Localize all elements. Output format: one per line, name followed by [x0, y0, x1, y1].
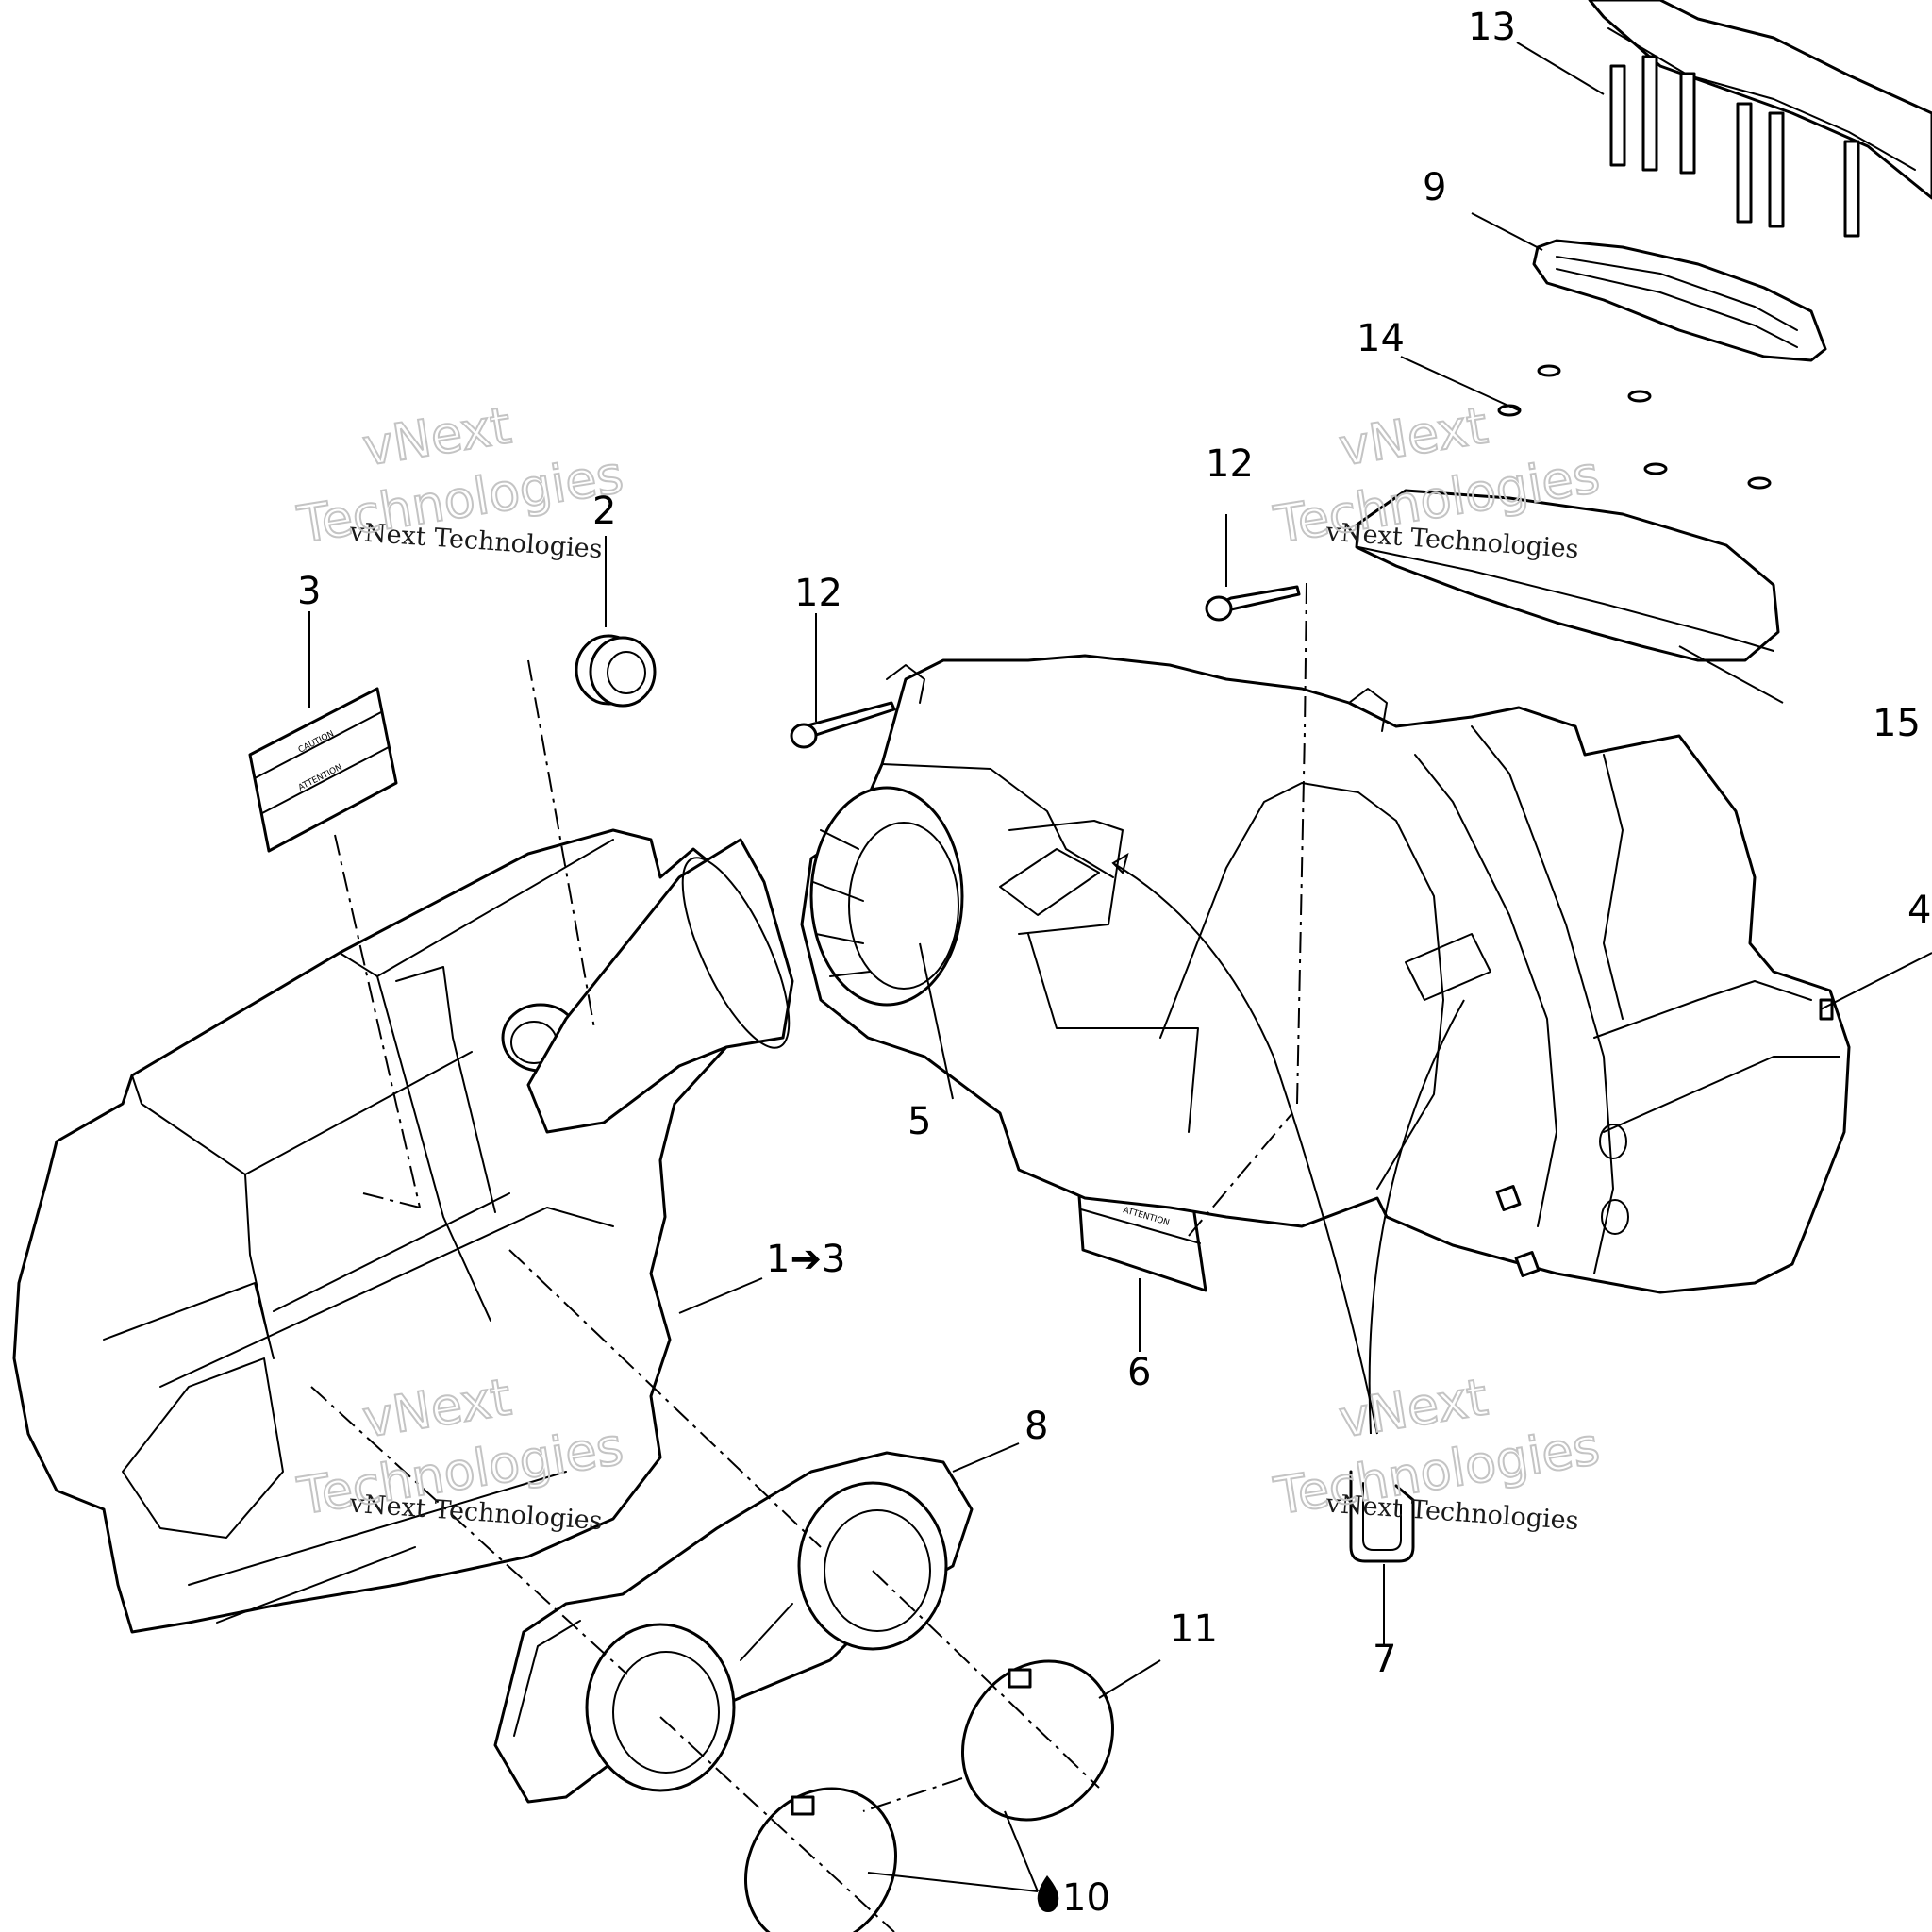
- part-15-filter-pad: [1355, 489, 1780, 662]
- part-12-bolt-left: [790, 701, 896, 749]
- callout-5: 5: [908, 1100, 931, 1143]
- manifold-studs: [1609, 55, 1860, 238]
- leader-lines: [308, 42, 1932, 1892]
- part-13-manifold: [1588, 0, 1932, 238]
- part-8-adapter-plate: [493, 1451, 974, 1804]
- watermark-top-left: vNext vNext Technologies Technologies: [292, 394, 627, 564]
- part-3-decal: CAUTION ATTENTION: [248, 687, 398, 853]
- callout-11: 11: [1170, 1607, 1218, 1651]
- part-11-clamp-upper: [960, 1659, 1115, 1822]
- part-4-airbox-cover: [800, 654, 1851, 1294]
- callout-6: 6: [1127, 1351, 1151, 1394]
- callout-2: 2: [592, 490, 616, 533]
- watermark-bottom-left: vNext vNext Technologies Technologies: [292, 1366, 627, 1536]
- part-12-bolt-right: [1205, 585, 1301, 622]
- drop-icon: [1037, 1875, 1059, 1912]
- part-9-gasket: [1532, 239, 1827, 362]
- part-10-clamp-lower: [743, 1787, 898, 1932]
- callout-10: 10: [1062, 1876, 1110, 1920]
- callout-3: 3: [297, 570, 321, 613]
- watermark-bottom-right: vNext vNext Technologies Technologies: [1269, 1366, 1604, 1536]
- callouts: 13 9 14 12 2 3 12 15 4 5 1➔3 6 8 7 11 10: [297, 6, 1931, 1920]
- callout-9: 9: [1423, 166, 1446, 209]
- callout-14: 14: [1357, 317, 1405, 360]
- part-1-airbox-body: [12, 828, 794, 1634]
- callout-1-3: 1➔3: [766, 1238, 845, 1281]
- callout-7: 7: [1373, 1638, 1396, 1681]
- callout-13: 13: [1468, 6, 1516, 49]
- part-2-grommet: [575, 634, 657, 708]
- assembly-lines: [310, 582, 1307, 1932]
- callout-4: 4: [1907, 889, 1931, 932]
- callout-8: 8: [1024, 1405, 1048, 1448]
- callout-12-left: 12: [794, 572, 842, 615]
- callout-15: 15: [1873, 702, 1921, 745]
- callout-12-right: 12: [1206, 442, 1254, 486]
- part-7-u-clip: [1349, 1470, 1415, 1563]
